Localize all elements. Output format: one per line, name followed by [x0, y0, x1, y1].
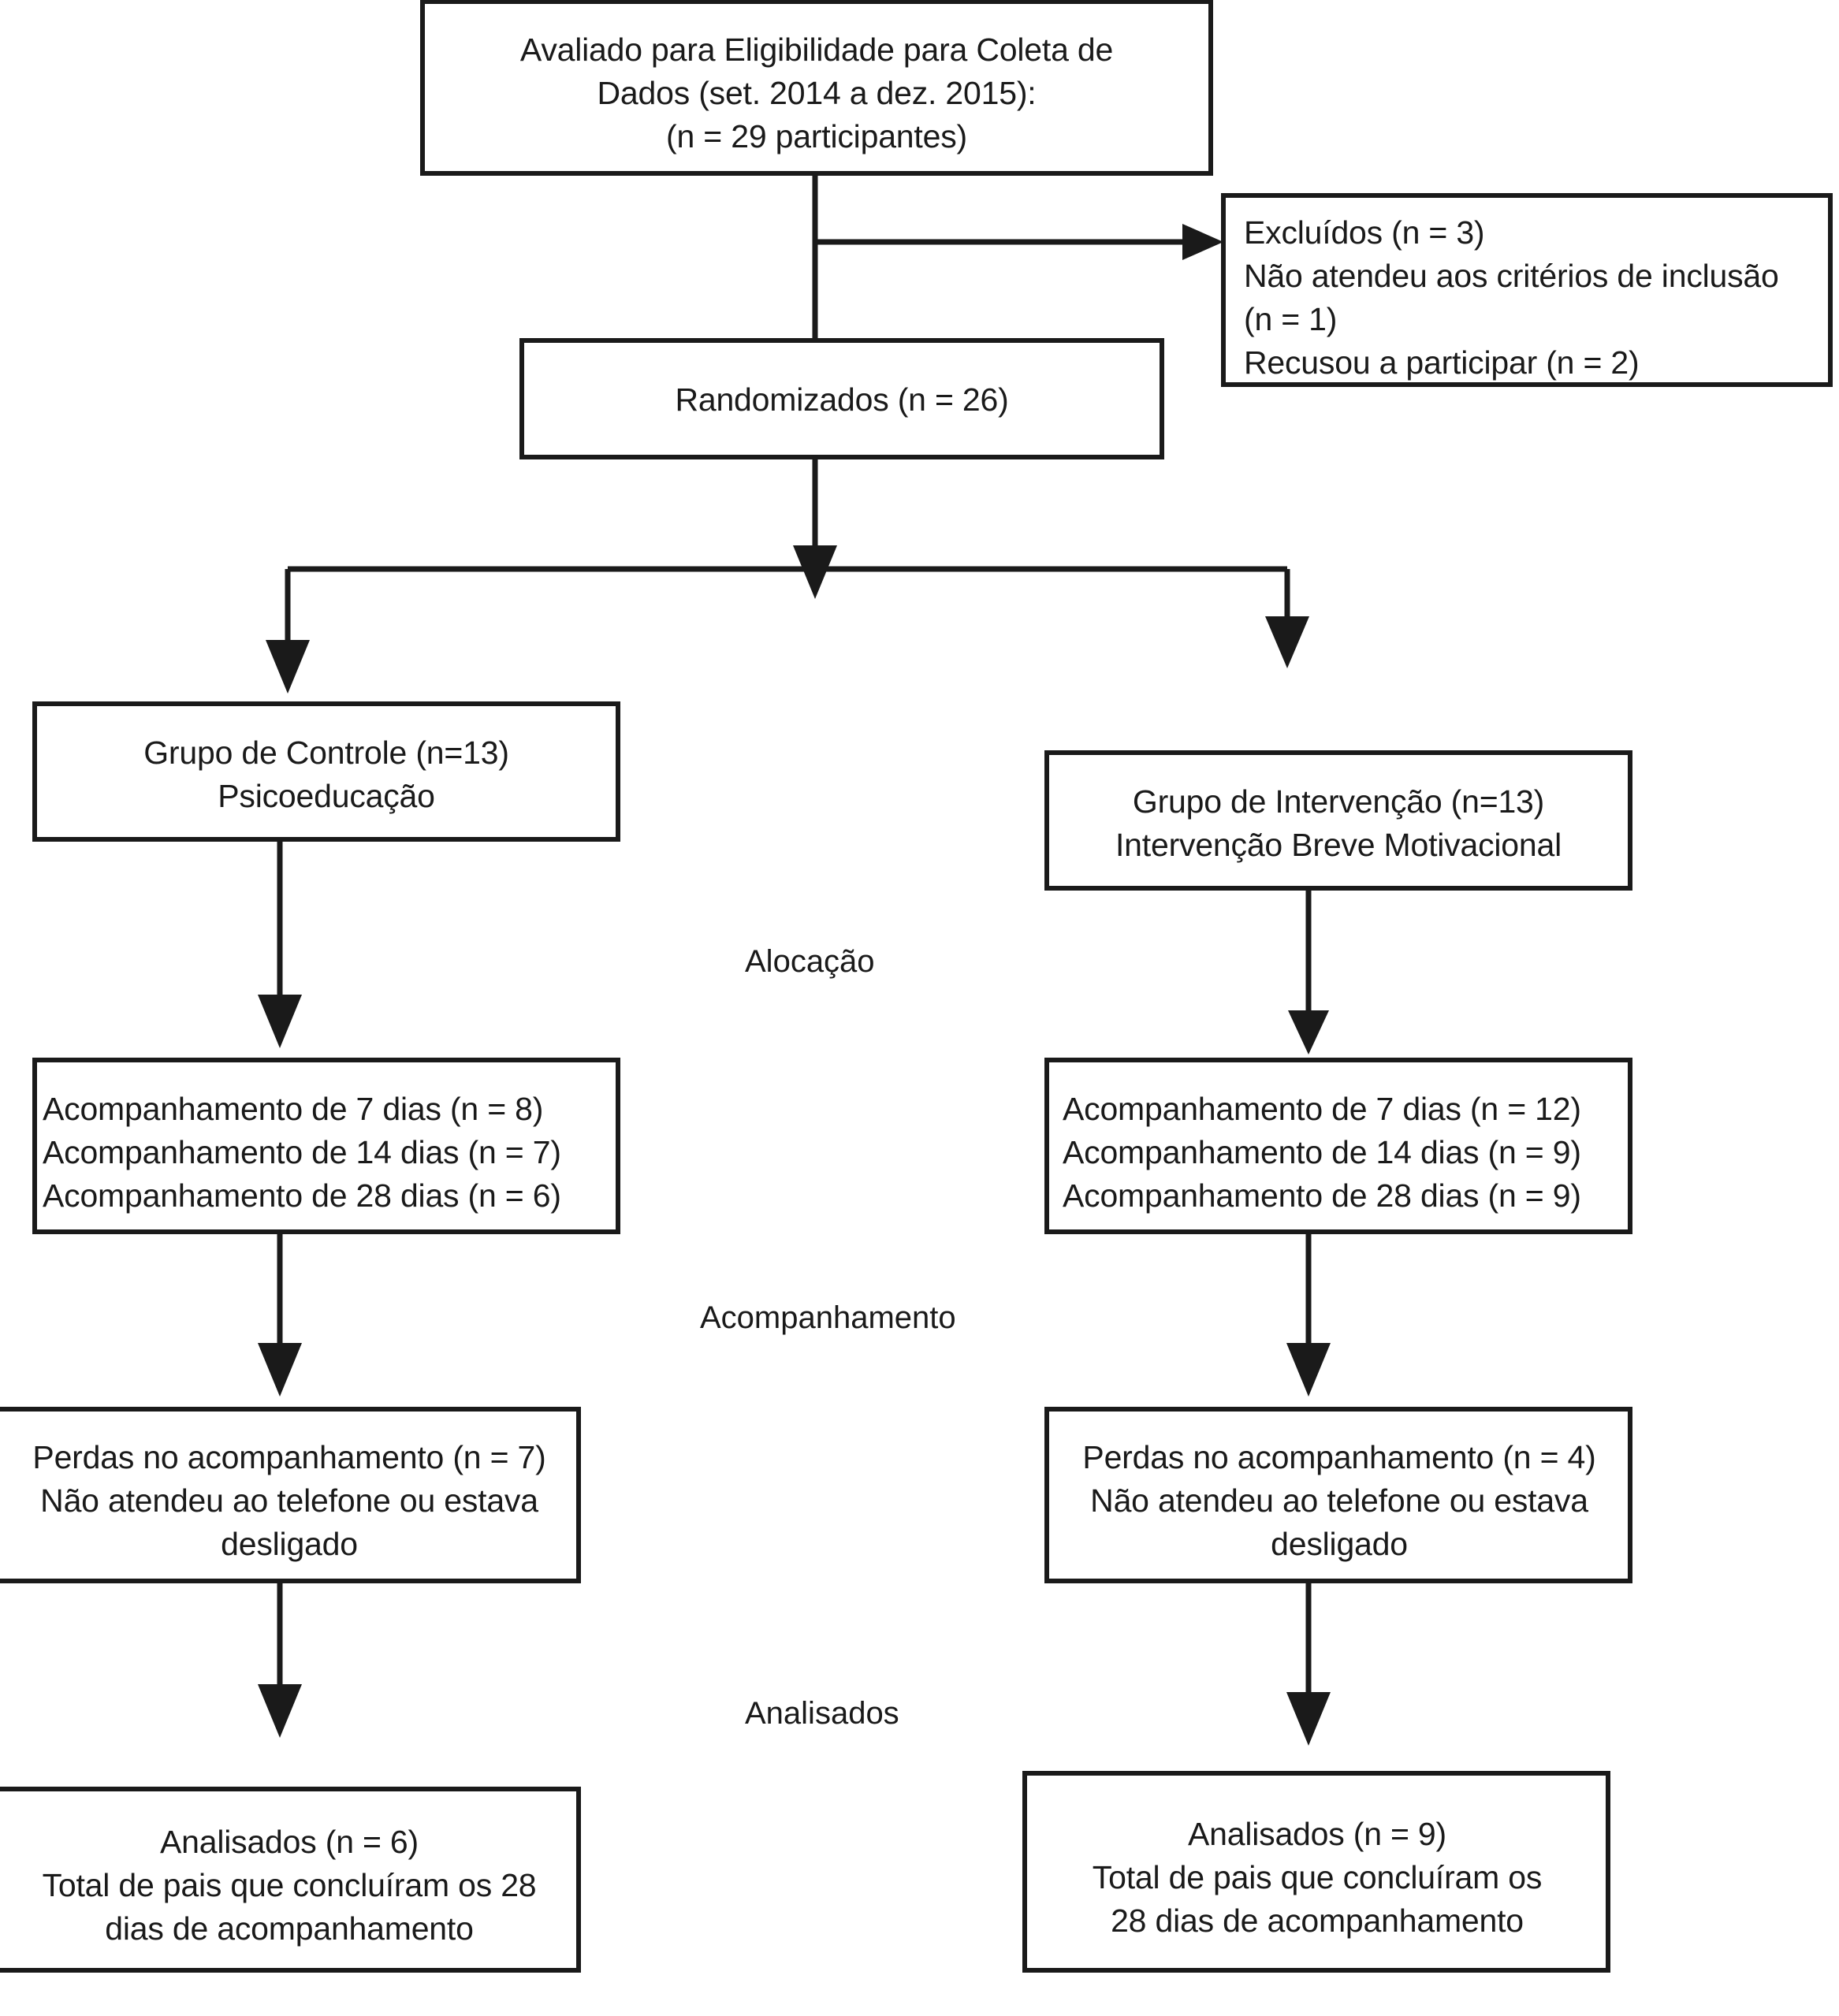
intervention-analyzed-box-shape — [1022, 1771, 1610, 1973]
intervention-analyzed-box-label: Analisados (n = 9) Total de pais que con… — [1092, 1816, 1543, 1939]
control-analyzed-box-label: Analisados (n = 6) Total de pais que con… — [42, 1824, 537, 1947]
arrowhead-control-losses-to-analyzed — [258, 1684, 302, 1738]
arrowhead-control-followup-to-losses — [258, 1343, 302, 1397]
intervention-followup-box-shape — [1044, 1058, 1632, 1234]
stage-label-allocation: Alocação — [745, 944, 875, 979]
stage-label-analysis: Analisados — [745, 1696, 899, 1731]
stage-label-followup: Acompanhamento — [700, 1300, 956, 1335]
arrowhead-to-control-group — [266, 640, 310, 694]
control-followup-box-label: Acompanhamento de 7 dias (n = 8) Acompan… — [43, 1091, 561, 1214]
randomized-box-shape — [519, 338, 1164, 459]
excluded-box-shape — [1221, 193, 1833, 387]
intervention-followup-box-label: Acompanhamento de 7 dias (n = 12) Acompa… — [1063, 1091, 1581, 1214]
intervention-losses-box-label: Perdas no acompanhamento (n = 4) Não ate… — [1082, 1439, 1596, 1562]
arrowhead-randomized-down — [793, 545, 837, 599]
arrowhead-intervention-group-to-followup — [1288, 1010, 1329, 1054]
intervention-group-box-shape — [1044, 750, 1632, 891]
control-analyzed-box-shape — [0, 1787, 581, 1973]
arrowhead-intervention-losses-to-analyzed — [1286, 1692, 1331, 1746]
arrowhead-intervention-followup-to-losses — [1286, 1343, 1331, 1397]
enrollment-box-shape — [420, 0, 1213, 176]
arrowhead-to-excluded — [1182, 224, 1223, 260]
control-losses-box-shape — [0, 1407, 581, 1583]
enrollment-box-label: Avaliado para Eligibilidade para Coleta … — [519, 32, 1114, 154]
control-followup-box-shape — [32, 1058, 620, 1234]
control-group-box-label: Grupo de Controle (n=13) Psicoeducação — [143, 735, 509, 814]
intervention-losses-box-shape — [1044, 1407, 1632, 1583]
control-group-box-shape — [32, 701, 620, 842]
control-losses-box-label: Perdas no acompanhamento (n = 7) Não ate… — [32, 1439, 546, 1562]
arrowhead-control-group-to-followup — [258, 995, 302, 1048]
arrowhead-to-intervention-group — [1265, 616, 1309, 668]
intervention-group-box-label: Grupo de Intervenção (n=13) Intervenção … — [1115, 783, 1562, 863]
excluded-box-label: Excluídos (n = 3) Não atendeu aos critér… — [1244, 214, 1779, 381]
randomized-box-label: Randomizados (n = 26) — [675, 381, 1009, 418]
